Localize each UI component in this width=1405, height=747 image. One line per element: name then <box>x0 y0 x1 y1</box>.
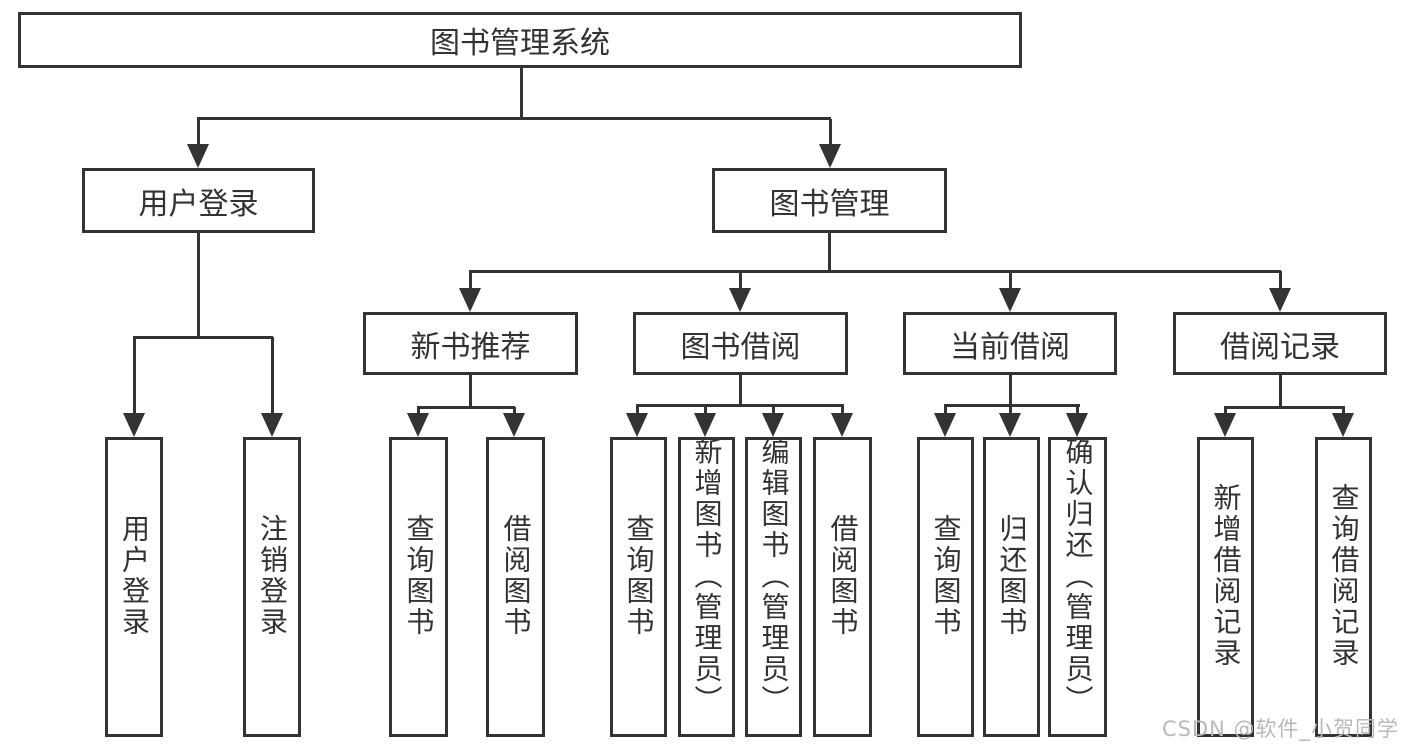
arrow-down-icon <box>626 413 648 437</box>
arrow-down-icon <box>1332 413 1354 437</box>
leaf-logout: 注销登录 <box>243 437 301 737</box>
arrow-down-icon <box>831 413 853 437</box>
connector-hline <box>636 404 844 407</box>
connector-vline <box>1224 407 1227 415</box>
leaf-borrow-books-recommend: 借阅图书 <box>486 437 545 737</box>
connector-vline <box>417 407 420 415</box>
leaf-label: 新增借阅记录 <box>1209 483 1243 669</box>
connector-vline <box>828 233 831 271</box>
connector-vline <box>133 337 136 415</box>
connector-hline <box>1224 406 1345 409</box>
connector-vline <box>739 271 742 290</box>
arrow-down-icon <box>694 413 716 437</box>
leaf-label: 用户登录 <box>118 514 151 638</box>
node-label: 新书推荐 <box>410 329 531 365</box>
connector-vline <box>1009 375 1012 405</box>
leaf-label: 确认归还（管理员） <box>1061 436 1095 716</box>
connector-hline <box>944 404 1080 407</box>
leaf-label: 借阅图书 <box>499 514 533 638</box>
connector-vline <box>197 119 200 146</box>
arrow-down-icon <box>999 288 1021 312</box>
leaf-label: 查询借阅记录 <box>1327 483 1361 669</box>
connector-hline <box>469 270 1281 273</box>
arrow-down-icon <box>1066 413 1088 437</box>
leaf-add-books-admin: 新增图书（管理员） <box>678 437 735 737</box>
connector-vline <box>739 375 742 405</box>
connector-vline <box>469 271 472 290</box>
arrow-down-icon <box>187 144 209 168</box>
leaf-label: 借阅图书 <box>826 514 860 638</box>
leaf-query-borrow-record: 查询借阅记录 <box>1315 437 1372 737</box>
connector-vline <box>829 119 832 146</box>
connector-vline <box>469 375 472 407</box>
node-label: 用户登录 <box>138 186 259 222</box>
leaf-label: 编辑图书（管理员） <box>757 436 791 716</box>
connector-vline <box>1279 375 1282 407</box>
connector-hline <box>197 117 831 120</box>
connector-vline <box>841 405 844 415</box>
connector-vline <box>520 68 523 119</box>
connector-vline <box>772 405 775 415</box>
node-label: 当前借阅 <box>950 329 1070 365</box>
connector-vline <box>1076 405 1079 415</box>
leaf-borrow-books: 借阅图书 <box>813 437 872 737</box>
connector-vline <box>197 233 200 337</box>
node-borrowing-records: 借阅记录 <box>1173 312 1387 375</box>
leaf-label: 归还图书 <box>995 514 1029 638</box>
leaf-user-login: 用户登录 <box>105 437 163 737</box>
leaf-label: 查询图书 <box>929 514 963 638</box>
connector-hline <box>133 336 273 339</box>
connector-vline <box>1009 271 1012 290</box>
arrow-down-icon <box>261 413 283 437</box>
arrow-down-icon <box>729 288 751 312</box>
connector-vline <box>636 405 639 415</box>
connector-vline <box>1009 405 1012 415</box>
node-library-management-system: 图书管理系统 <box>18 12 1022 68</box>
connector-vline <box>944 405 947 415</box>
node-book-borrowing: 图书借阅 <box>633 312 848 375</box>
leaf-add-borrow-record: 新增借阅记录 <box>1197 437 1254 737</box>
node-label: 图书借阅 <box>680 329 801 365</box>
arrow-down-icon <box>934 413 956 437</box>
arrow-down-icon <box>123 413 145 437</box>
connector-vline <box>271 337 274 415</box>
node-current-borrowing: 当前借阅 <box>903 312 1117 375</box>
leaf-label: 注销登录 <box>256 514 289 638</box>
arrow-down-icon <box>1214 413 1236 437</box>
node-label: 图书管理系统 <box>430 26 610 61</box>
arrow-down-icon <box>762 413 784 437</box>
connector-vline <box>1279 271 1282 290</box>
connector-vline <box>704 405 707 415</box>
leaf-label: 新增图书（管理员） <box>690 436 724 716</box>
arrow-down-icon <box>999 413 1021 437</box>
csdn-watermark: CSDN @软件_小贺同学 <box>1162 717 1400 741</box>
node-label: 图书管理 <box>769 186 890 222</box>
connector-hline <box>417 406 515 409</box>
arrow-down-icon <box>819 144 841 168</box>
arrow-down-icon <box>503 413 525 437</box>
node-book-management: 图书管理 <box>712 168 947 233</box>
leaf-label: 查询图书 <box>622 514 656 638</box>
leaf-label: 查询图书 <box>402 514 436 638</box>
node-user-login: 用户登录 <box>82 168 315 233</box>
leaf-confirm-return-admin: 确认归还（管理员） <box>1048 437 1107 737</box>
leaf-query-books-recommend: 查询图书 <box>389 437 448 737</box>
arrow-down-icon <box>459 288 481 312</box>
node-label: 借阅记录 <box>1220 329 1340 365</box>
leaf-query-books-borrow: 查询图书 <box>610 437 667 737</box>
connector-vline <box>1342 407 1345 415</box>
leaf-return-books: 归还图书 <box>983 437 1040 737</box>
arrow-down-icon <box>407 413 429 437</box>
connector-vline <box>513 407 516 415</box>
arrow-down-icon <box>1269 288 1291 312</box>
leaf-query-books-current: 查询图书 <box>917 437 974 737</box>
leaf-edit-books-admin: 编辑图书（管理员） <box>745 437 802 737</box>
node-new-book-recommendation: 新书推荐 <box>363 312 578 375</box>
